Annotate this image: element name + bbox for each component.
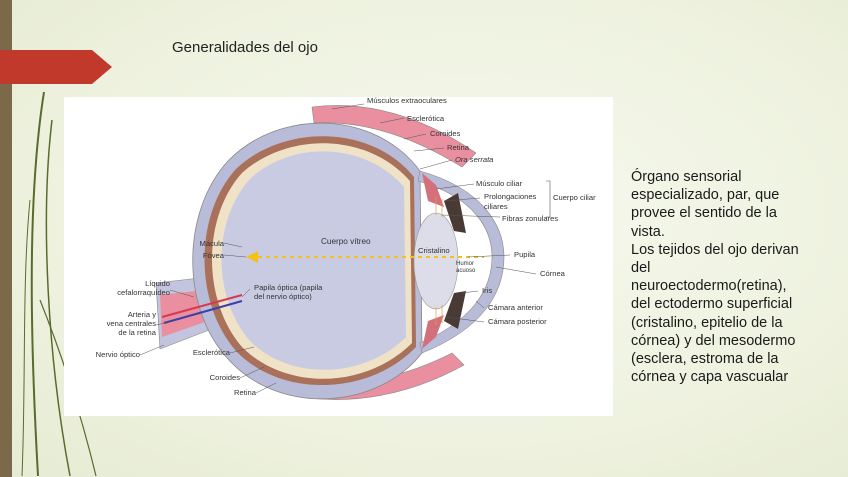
extraocular-muscle-top	[311, 105, 477, 168]
label-retina-bottom: Retina	[234, 388, 256, 397]
label-cuerpo-ciliar: Cuerpo ciliar	[553, 193, 596, 202]
decorative-strokes	[21, 91, 97, 477]
central-vein-line	[163, 300, 243, 324]
label-fovea: Fóvea	[202, 251, 224, 260]
label-arteria-2: vena centrales	[106, 319, 156, 328]
label-cuerpo-vitreo: Cuerpo vítreo	[321, 237, 371, 246]
label-nervio-optico: Nervio óptico	[95, 350, 140, 359]
label-humor-2: acuoso	[456, 268, 476, 274]
slide-description: Órgano sensorial especializado, par, que…	[631, 168, 841, 386]
zonular-fibers	[435, 197, 443, 325]
leader-lines	[139, 103, 537, 394]
label-cornea: Córnea	[540, 269, 565, 278]
label-cristalino: Cristalino	[418, 246, 450, 255]
description-line: provee el sentido de la	[631, 205, 777, 222]
description-line: Los tejidos del ojo derivan	[631, 241, 799, 258]
description-line: especializado, par, que	[631, 187, 780, 204]
eye-diagram: Músculos extraoculares Esclerótica Coroi…	[64, 97, 613, 416]
label-iris: Iris	[482, 286, 493, 295]
description-line: Órgano sensorial	[631, 169, 742, 185]
label-papila-1: Papila óptica (papila	[254, 283, 323, 292]
description-line: (cristalino, epitelio de la	[631, 314, 783, 331]
label-coroides-bottom: Coroides	[209, 373, 240, 382]
iris-bottom	[444, 291, 466, 329]
left-accent-bar	[0, 0, 12, 477]
label-prolongaciones-1: Prolongaciones	[484, 192, 537, 201]
label-esclerotica-top: Esclerótica	[407, 114, 445, 123]
label-musculos-extraoculares: Músculos extraoculares	[367, 96, 447, 105]
label-humor-1: Humor	[456, 261, 475, 267]
label-retina-top: Retina	[447, 143, 469, 152]
vitreous-shape	[221, 151, 406, 370]
central-artery-line	[161, 293, 243, 319]
description-line: (esclera, estroma de la	[631, 351, 779, 368]
label-papila-2: del nervio óptico)	[254, 292, 312, 301]
label-ora-serrata: Ora serrata	[455, 155, 494, 164]
ciliary-body-top	[422, 173, 444, 207]
label-macula: Mácula	[199, 239, 224, 248]
label-pupila: Pupila	[514, 250, 536, 259]
label-camara-posterior: Cámara posterior	[488, 317, 547, 326]
description-line: vista.	[631, 223, 665, 240]
slide-marker-tab	[0, 50, 112, 84]
label-arteria-1: Arteria y	[127, 310, 156, 319]
description-line: del ectodermo superficial	[631, 296, 793, 313]
label-esclerotica-bottom: Esclerótica	[192, 348, 230, 357]
label-camara-anterior: Cámara anterior	[488, 303, 543, 312]
description-line: córnea y capa vascualar	[631, 369, 789, 386]
description-line: del	[631, 260, 651, 277]
lens-shape	[413, 212, 459, 310]
label-liquido-1: Líquido	[145, 279, 170, 288]
description-line: córnea) y del mesodermo	[631, 332, 796, 349]
label-arteria-3: de la retina	[118, 328, 156, 337]
label-liquido-2: cefalorraquídeo	[117, 288, 170, 297]
label-musculo-ciliar: Músculo ciliar	[476, 179, 522, 188]
ciliary-body-bottom	[422, 315, 444, 349]
slide-title: Generalidades del ojo	[172, 39, 318, 56]
label-fibras-zonulares: Fibras zonulares	[502, 214, 559, 223]
ciliary-body-bracket	[546, 180, 551, 218]
eye-cross-section	[139, 103, 551, 400]
label-prolongaciones-2: ciliares	[484, 202, 508, 211]
visual-axis-arrowhead	[246, 251, 258, 263]
iris-top	[444, 193, 466, 233]
description-line: neuroectodermo(retina),	[631, 278, 787, 295]
label-coroides-top: Coroides	[430, 129, 461, 138]
